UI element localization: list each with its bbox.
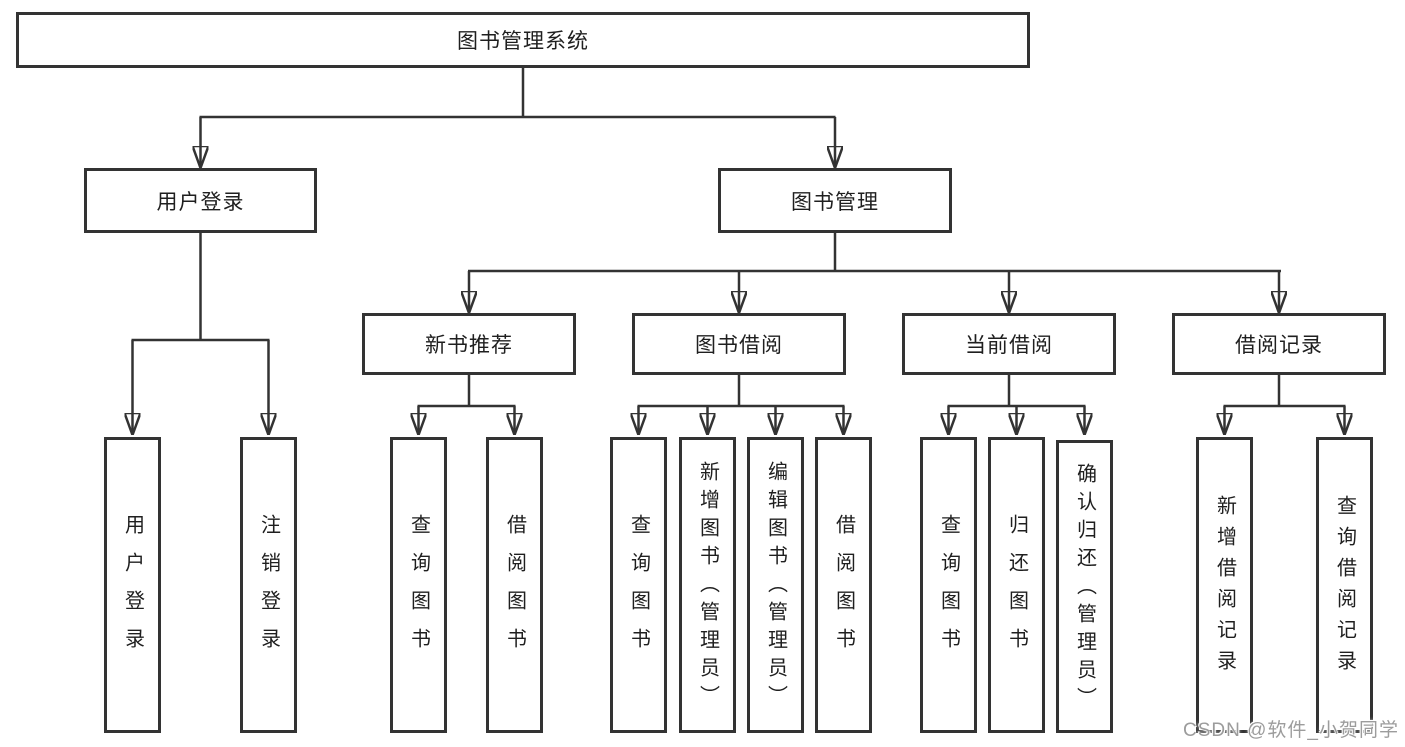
node-current-borrowing: 当前借阅 — [902, 313, 1116, 375]
leaf-borrow-books-recommend: 借阅图书 — [486, 437, 543, 733]
node-label: 借阅图书 — [503, 513, 526, 666]
leaf-add-borrow-record: 新增借阅记录 — [1196, 437, 1253, 733]
leaf-query-borrow-record: 查询借阅记录 — [1316, 437, 1373, 733]
node-user-login: 用户登录 — [84, 168, 317, 233]
node-label: 编辑图书（管理员） — [764, 461, 787, 713]
node-label: 借阅图书 — [832, 513, 855, 666]
node-label: 查询图书 — [937, 513, 960, 666]
leaf-query-books-borrow: 查询图书 — [610, 437, 667, 733]
node-label: 图书借阅 — [695, 334, 783, 357]
node-label: 用户登录 — [156, 190, 245, 214]
leaf-confirm-return-admin: 确认归还（管理员） — [1056, 440, 1113, 733]
node-label: 归还图书 — [1005, 513, 1028, 666]
node-label: 借阅记录 — [1235, 334, 1323, 357]
node-label: 新增借阅记录 — [1213, 494, 1236, 681]
node-label: 图书管理 — [791, 190, 879, 214]
node-label: 注销登录 — [257, 513, 280, 666]
node-library-management-system: 图书管理系统 — [16, 12, 1030, 68]
node-book-borrowing: 图书借阅 — [632, 313, 846, 375]
node-label: 新书推荐 — [425, 334, 513, 357]
leaf-edit-book-admin: 编辑图书（管理员） — [747, 437, 804, 733]
node-label: 查询借阅记录 — [1333, 494, 1356, 681]
node-label: 图书管理系统 — [457, 30, 589, 53]
leaf-add-book-admin: 新增图书（管理员） — [679, 437, 736, 733]
leaf-return-book: 归还图书 — [988, 437, 1045, 733]
leaf-query-books-recommend: 查询图书 — [390, 437, 447, 733]
node-label: 用户登录 — [121, 513, 144, 666]
node-new-book-recommendation: 新书推荐 — [362, 313, 576, 375]
node-label: 新增图书（管理员） — [696, 461, 719, 713]
leaf-logout: 注销登录 — [240, 437, 297, 733]
node-book-management: 图书管理 — [718, 168, 952, 233]
leaf-user-login: 用户登录 — [104, 437, 161, 733]
csdn-watermark: CSDN @软件_小贺同学 — [1183, 720, 1399, 741]
node-label: 查询图书 — [627, 513, 650, 666]
node-label: 确认归还（管理员） — [1073, 462, 1096, 715]
node-label: 查询图书 — [407, 513, 430, 666]
node-label: 当前借阅 — [965, 334, 1053, 357]
leaf-borrow-books: 借阅图书 — [815, 437, 872, 733]
leaf-query-books-current: 查询图书 — [920, 437, 977, 733]
node-borrowing-records: 借阅记录 — [1172, 313, 1386, 375]
